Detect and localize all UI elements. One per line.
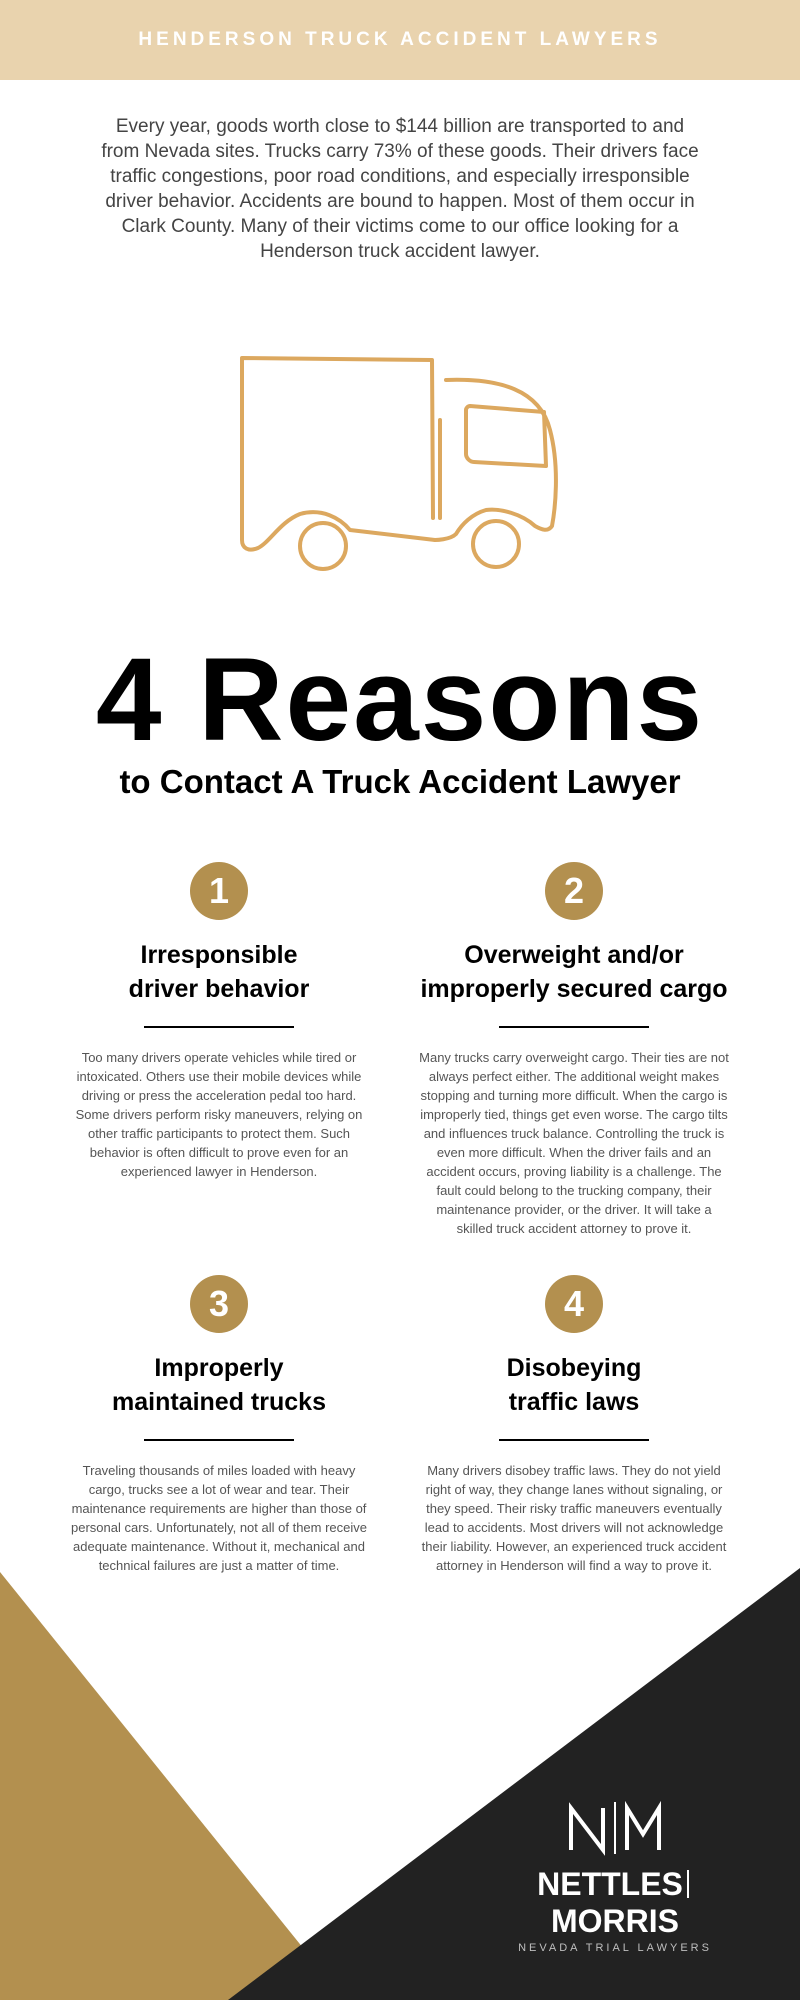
reason-body: Many drivers disobey traffic laws. They … [421, 1463, 727, 1573]
title-divider [144, 1439, 294, 1441]
footer-decoration [0, 1568, 800, 2000]
header-banner: HENDERSON TRUCK ACCIDENT LAWYERS [0, 0, 800, 80]
reason-title: Irresponsible driver behavior [64, 938, 374, 1006]
gold-triangle [0, 1572, 345, 2000]
nm-monogram-icon [569, 1800, 661, 1856]
title-divider [144, 1026, 294, 1028]
reason-title-line: improperly secured cargo [420, 975, 728, 1003]
reason-title-line: Overweight and/or [464, 941, 684, 969]
reason-card-1: 1 Irresponsible driver behavior Too many… [64, 862, 374, 1181]
reason-title-line: Disobeying [506, 1354, 642, 1382]
reason-title: Overweight and/or improperly secured car… [419, 938, 729, 1006]
reason-card-3: 3 Improperly maintained trucks Traveling… [64, 1275, 374, 1575]
title-divider [499, 1439, 649, 1441]
firm-logo: NETTLESMORRIS NEVADA TRIAL LAWYERS [480, 1800, 750, 1954]
reason-card-4: 4 Disobeying traffic laws Many drivers d… [419, 1275, 729, 1575]
reason-title-line: driver behavior [128, 975, 310, 1003]
reason-card-2: 2 Overweight and/or improperly secured c… [419, 862, 729, 1238]
sub-heading: to Contact A Truck Accident Lawyer [119, 763, 681, 800]
dark-triangle [228, 1568, 800, 2000]
reason-title-line: traffic laws [508, 1388, 640, 1416]
title-divider [499, 1026, 649, 1028]
truck-outline-icon [240, 356, 558, 571]
reason-title: Improperly maintained trucks [64, 1351, 374, 1419]
intro-paragraph: Every year, goods worth close to $144 bi… [101, 116, 699, 262]
reason-body: Traveling thousands of miles loaded with… [70, 1463, 368, 1573]
number-badge: 3 [190, 1275, 248, 1333]
logo-wordmark: NETTLESMORRIS [480, 1866, 750, 1940]
reason-title-line: maintained trucks [112, 1388, 326, 1416]
logo-name-right: MORRIS [551, 1903, 679, 1939]
reason-title-line: Irresponsible [140, 941, 298, 969]
number-badge: 2 [545, 862, 603, 920]
logo-name-left: NETTLES [537, 1866, 683, 1902]
logo-tagline: NEVADA TRIAL LAWYERS [518, 1942, 712, 1954]
number-badge: 4 [545, 1275, 603, 1333]
reason-title-line: Improperly [154, 1354, 284, 1382]
header-title: HENDERSON TRUCK ACCIDENT LAWYERS [138, 29, 662, 50]
number-badge: 1 [190, 862, 248, 920]
main-heading: 4 Reasons [95, 634, 705, 766]
logo-divider [686, 1870, 689, 1898]
reason-body: Many trucks carry overweight cargo. Thei… [419, 1050, 729, 1236]
reason-title: Disobeying traffic laws [419, 1351, 729, 1419]
reason-body: Too many drivers operate vehicles while … [75, 1050, 363, 1179]
